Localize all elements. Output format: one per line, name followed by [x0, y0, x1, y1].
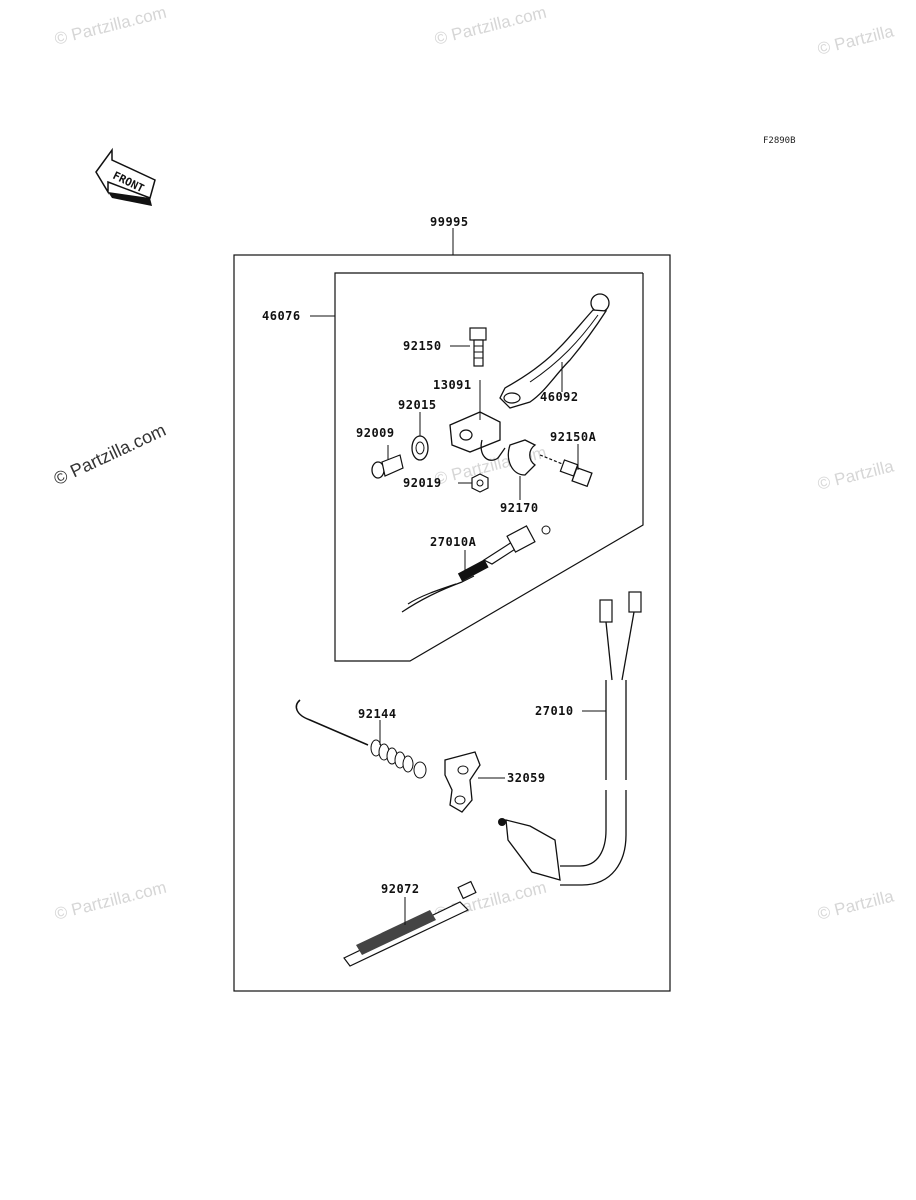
kit-frame [334, 272, 644, 662]
bracket-icon [444, 751, 481, 813]
part-label-band[interactable]: 92072 [381, 882, 420, 896]
pivot-bolt-icon [371, 454, 404, 479]
switch-icon [498, 591, 642, 886]
part-label-switch[interactable]: 27010 [535, 704, 574, 718]
part-label-holder[interactable]: 13091 [433, 378, 472, 392]
part-label-lever[interactable]: 46092 [540, 390, 579, 404]
clamp-icon [507, 439, 537, 476]
bolt-icon [469, 327, 487, 367]
spring-icon [295, 699, 427, 779]
part-label-nut[interactable]: 92019 [403, 476, 442, 490]
washer-icon [411, 435, 429, 461]
part-label-switch-a[interactable]: 27010A [430, 535, 477, 549]
assembly-frame [233, 254, 671, 992]
part-label-clamp[interactable]: 92170 [500, 501, 539, 515]
band-icon [343, 880, 477, 967]
part-label-pivot-bolt[interactable]: 92009 [356, 426, 395, 440]
part-label-kit[interactable]: 46076 [262, 309, 301, 323]
bolt-a-icon [539, 454, 593, 488]
part-label-bolt[interactable]: 92150 [403, 339, 442, 353]
figure-code: F2890B [763, 136, 796, 146]
holder-icon [449, 411, 506, 461]
part-label-assembly[interactable]: 99995 [430, 215, 469, 229]
nut-icon [471, 473, 489, 493]
part-label-washer[interactable]: 92015 [398, 398, 437, 412]
lever-icon [499, 293, 610, 409]
part-label-spring[interactable]: 92144 [358, 707, 397, 721]
front-arrow-icon: FRONT [95, 147, 156, 206]
part-label-bracket[interactable]: 32059 [507, 771, 546, 785]
switch-a-icon [401, 525, 551, 613]
part-label-bolt-a[interactable]: 92150A [550, 430, 597, 444]
